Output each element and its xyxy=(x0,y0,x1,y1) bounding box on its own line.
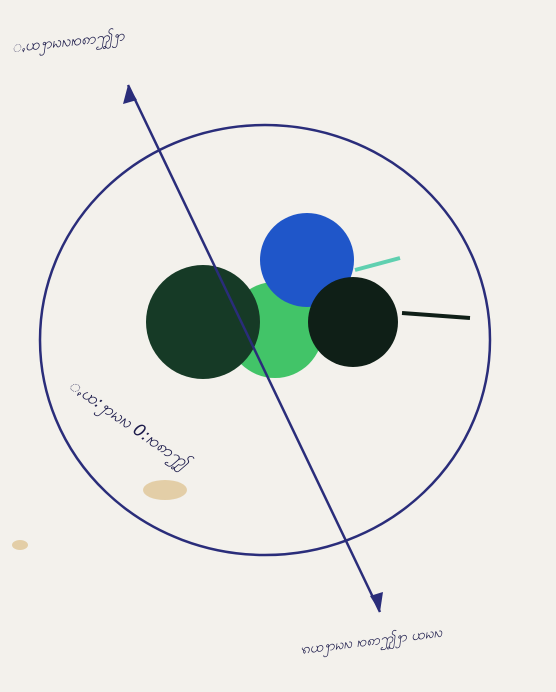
bond-line xyxy=(402,313,470,318)
light-bond-line xyxy=(355,258,400,270)
dark-green-atom xyxy=(146,265,260,379)
smudge-mark xyxy=(143,480,187,500)
black-atom xyxy=(308,277,398,367)
smudge-mark-small xyxy=(12,540,28,550)
